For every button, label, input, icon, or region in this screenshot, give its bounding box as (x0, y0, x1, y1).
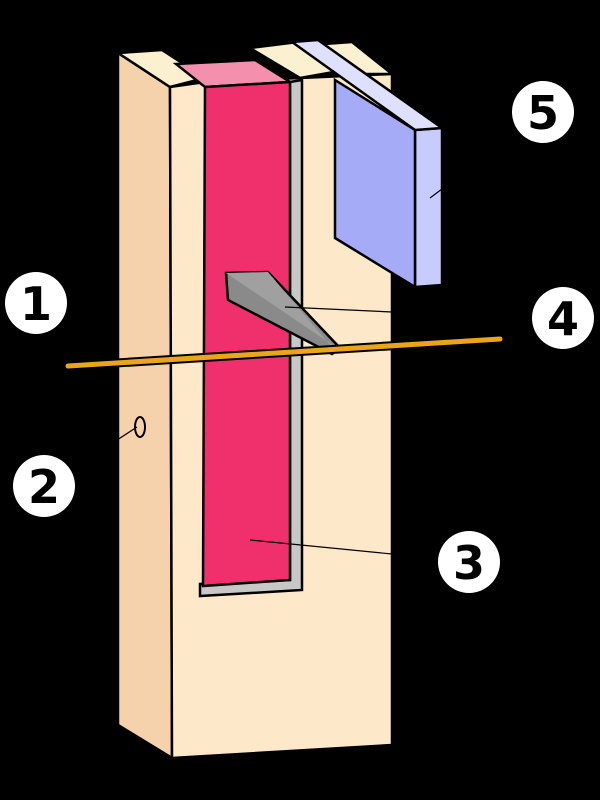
side-hole (134, 416, 146, 438)
leader-line-4 (284, 306, 393, 313)
callout-5-circle (512, 81, 574, 143)
leader-line-5 (429, 188, 443, 199)
callout-1-label: 1 (20, 277, 52, 331)
peg-highlight (226, 272, 340, 350)
plate-front-face (333, 77, 417, 290)
callout-2-circle (13, 455, 75, 517)
callout-5: 5 (512, 81, 574, 143)
callout-3: 3 (438, 531, 500, 593)
callout-2-label: 2 (28, 460, 60, 514)
callout-3-label: 3 (453, 536, 485, 590)
insert-front-face (201, 80, 292, 588)
block-side-face (116, 50, 174, 761)
rod (65, 336, 503, 369)
callout-5-label: 5 (527, 86, 559, 140)
callout-1-circle (5, 272, 67, 334)
callout-4: 4 (532, 287, 594, 349)
callout-3-circle (438, 531, 500, 593)
leader-line-2 (116, 426, 138, 441)
leader-line-3 (249, 539, 393, 555)
callout-4-circle (532, 287, 594, 349)
callout-2: 2 (13, 455, 75, 517)
callout-4-label: 4 (547, 292, 579, 346)
callout-1: 1 (5, 272, 67, 334)
plate-side-face (413, 126, 444, 289)
plate-top-face (288, 38, 446, 132)
